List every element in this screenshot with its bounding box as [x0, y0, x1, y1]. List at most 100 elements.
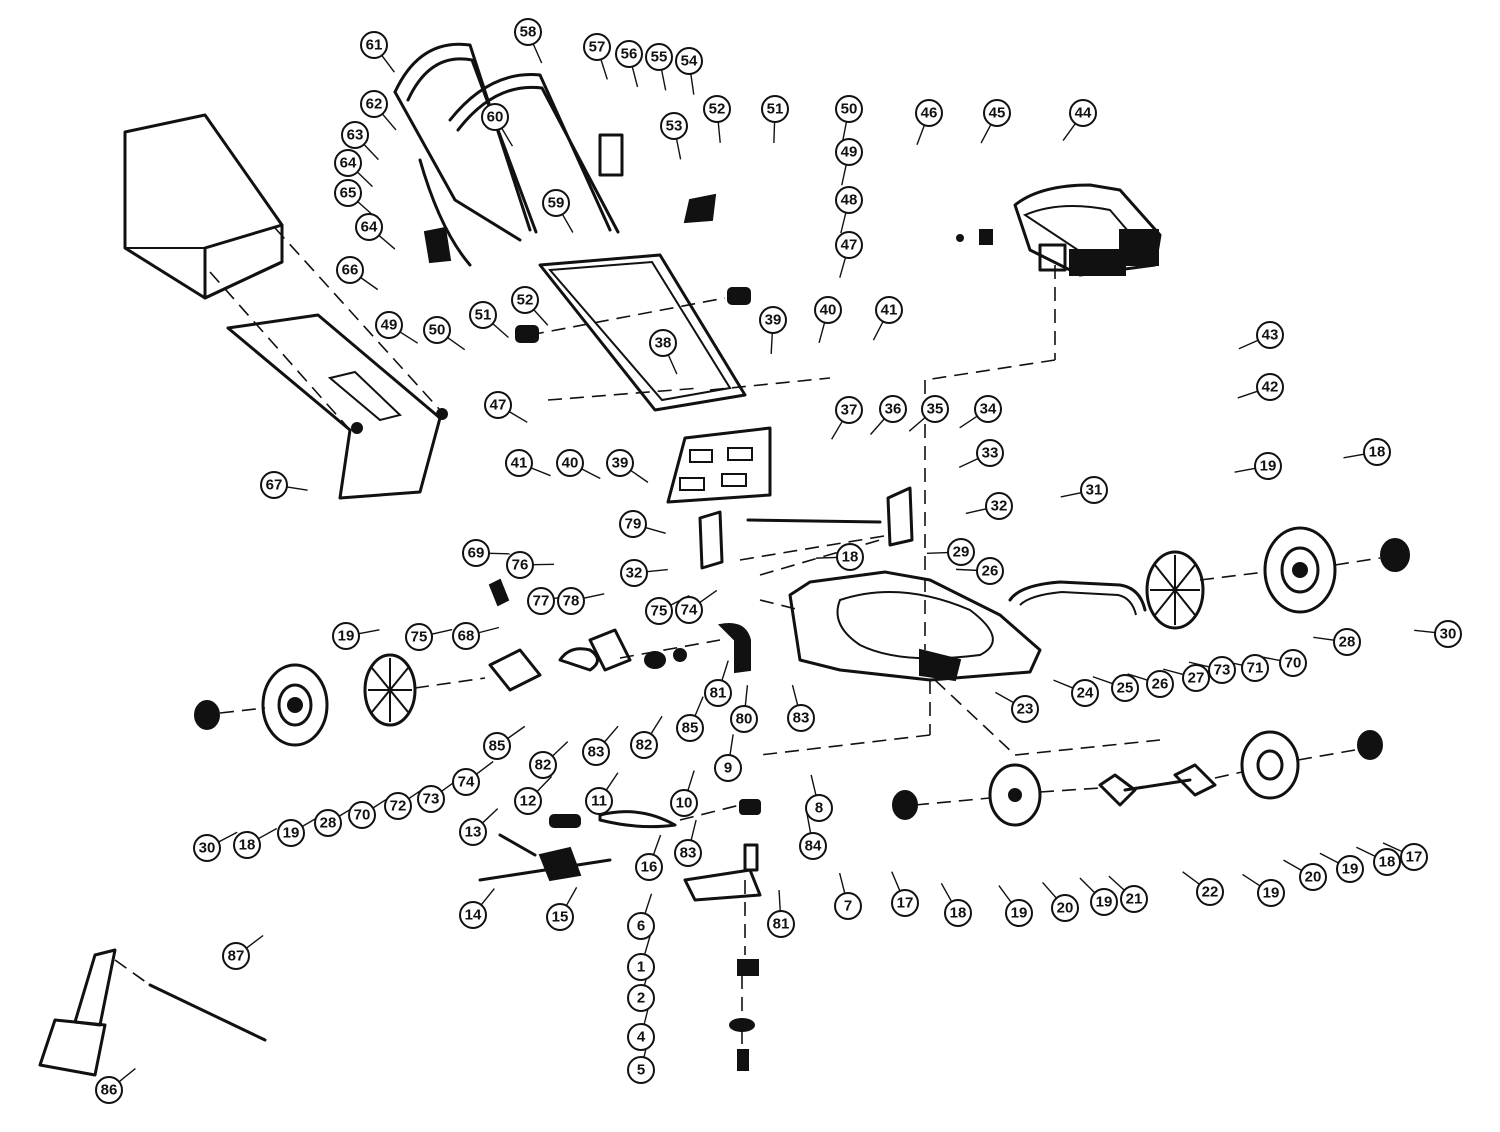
- callout: 19: [1005, 899, 1033, 927]
- svg-text:46: 46: [921, 105, 938, 122]
- leader-line: [1382, 842, 1403, 853]
- svg-text:54: 54: [681, 53, 698, 70]
- svg-text:64: 64: [361, 219, 378, 236]
- svg-text:4: 4: [637, 1029, 646, 1046]
- svg-text:79: 79: [625, 516, 642, 533]
- leader-line: [940, 883, 953, 903]
- svg-text:39: 39: [612, 455, 629, 472]
- leader-line: [561, 213, 574, 233]
- callout: 50: [835, 95, 863, 123]
- leader-line: [381, 54, 395, 73]
- callout: 1: [627, 953, 655, 981]
- leader-line: [581, 468, 601, 480]
- leader-line: [530, 467, 551, 477]
- svg-text:82: 82: [535, 757, 552, 774]
- callout: 47: [484, 391, 512, 419]
- leader-line: [1182, 871, 1200, 885]
- svg-text:26: 26: [1152, 676, 1169, 693]
- callout: 19: [332, 622, 360, 650]
- callout: 52: [703, 95, 731, 123]
- callout: 64: [334, 149, 362, 177]
- callout: 39: [606, 449, 634, 477]
- svg-text:82: 82: [636, 737, 653, 754]
- svg-text:41: 41: [881, 302, 898, 319]
- leader-line: [839, 257, 847, 278]
- leader-line: [690, 73, 695, 95]
- svg-text:73: 73: [1214, 662, 1231, 679]
- callout: 25: [1111, 674, 1139, 702]
- leader-line: [717, 121, 721, 143]
- leader-line: [565, 886, 578, 907]
- leader-line: [1079, 877, 1096, 894]
- leader-line: [605, 772, 619, 791]
- leader-line: [644, 893, 653, 914]
- callout: 6: [627, 912, 655, 940]
- blade-drive-drawing: [478, 799, 762, 1071]
- leader-line: [118, 1067, 136, 1083]
- callout: 10: [670, 789, 698, 817]
- leader-line: [721, 660, 729, 681]
- svg-text:50: 50: [841, 101, 858, 118]
- leader-line: [998, 885, 1012, 903]
- callout: 33: [976, 439, 1004, 467]
- leader-line: [729, 734, 734, 756]
- svg-text:39: 39: [765, 312, 782, 329]
- svg-text:7: 7: [844, 898, 852, 915]
- leader-line: [630, 469, 649, 483]
- leader-line: [478, 626, 500, 634]
- leader-line: [536, 776, 553, 793]
- leader-line: [488, 552, 511, 555]
- callout: 20: [1051, 894, 1079, 922]
- callout: 38: [649, 329, 677, 357]
- mower-deck-drawing: [788, 570, 1042, 682]
- leader-line: [908, 416, 926, 432]
- svg-text:19: 19: [1011, 905, 1028, 922]
- svg-text:21: 21: [1126, 891, 1143, 908]
- leader-line: [1356, 846, 1376, 857]
- callout: 43: [1256, 321, 1284, 349]
- leader-line: [1053, 679, 1074, 689]
- svg-text:72: 72: [390, 798, 407, 815]
- svg-text:74: 74: [681, 602, 698, 619]
- callout: 69: [462, 539, 490, 567]
- callout: 18: [944, 899, 972, 927]
- leader-line: [431, 628, 453, 635]
- leader-line: [891, 871, 901, 892]
- leader-line: [533, 309, 549, 326]
- callout: 86: [95, 1076, 123, 1104]
- svg-text:86: 86: [101, 1082, 118, 1099]
- callout: 79: [619, 510, 647, 538]
- svg-text:40: 40: [820, 302, 837, 319]
- callout: 4: [627, 1023, 655, 1051]
- leader-line: [1414, 629, 1436, 634]
- svg-text:71: 71: [1247, 660, 1264, 677]
- callout: 21: [1120, 885, 1148, 913]
- callout: 57: [583, 33, 611, 61]
- leader-line: [447, 336, 466, 351]
- callout: 30: [193, 834, 221, 862]
- svg-text:77: 77: [533, 593, 550, 610]
- svg-text:60: 60: [487, 109, 504, 126]
- leader-line: [667, 354, 678, 375]
- svg-text:5: 5: [637, 1062, 645, 1079]
- leader-line: [650, 715, 663, 735]
- callout: 31: [1080, 476, 1108, 504]
- callout: 82: [630, 731, 658, 759]
- callout: 49: [835, 138, 863, 166]
- callout: 42: [1256, 373, 1284, 401]
- svg-text:34: 34: [980, 401, 997, 418]
- callout: 78: [557, 587, 585, 615]
- svg-text:56: 56: [621, 46, 638, 63]
- svg-text:51: 51: [767, 101, 784, 118]
- callout: 28: [314, 809, 342, 837]
- callout: 36: [879, 395, 907, 423]
- callout: 54: [675, 47, 703, 75]
- leader-line: [965, 508, 987, 515]
- svg-text:76: 76: [512, 557, 529, 574]
- svg-text:20: 20: [1305, 869, 1322, 886]
- leader-line: [360, 276, 379, 291]
- leader-line: [773, 121, 776, 144]
- callout: 81: [704, 679, 732, 707]
- svg-text:78: 78: [563, 593, 580, 610]
- handle-bars-drawing: [393, 42, 751, 412]
